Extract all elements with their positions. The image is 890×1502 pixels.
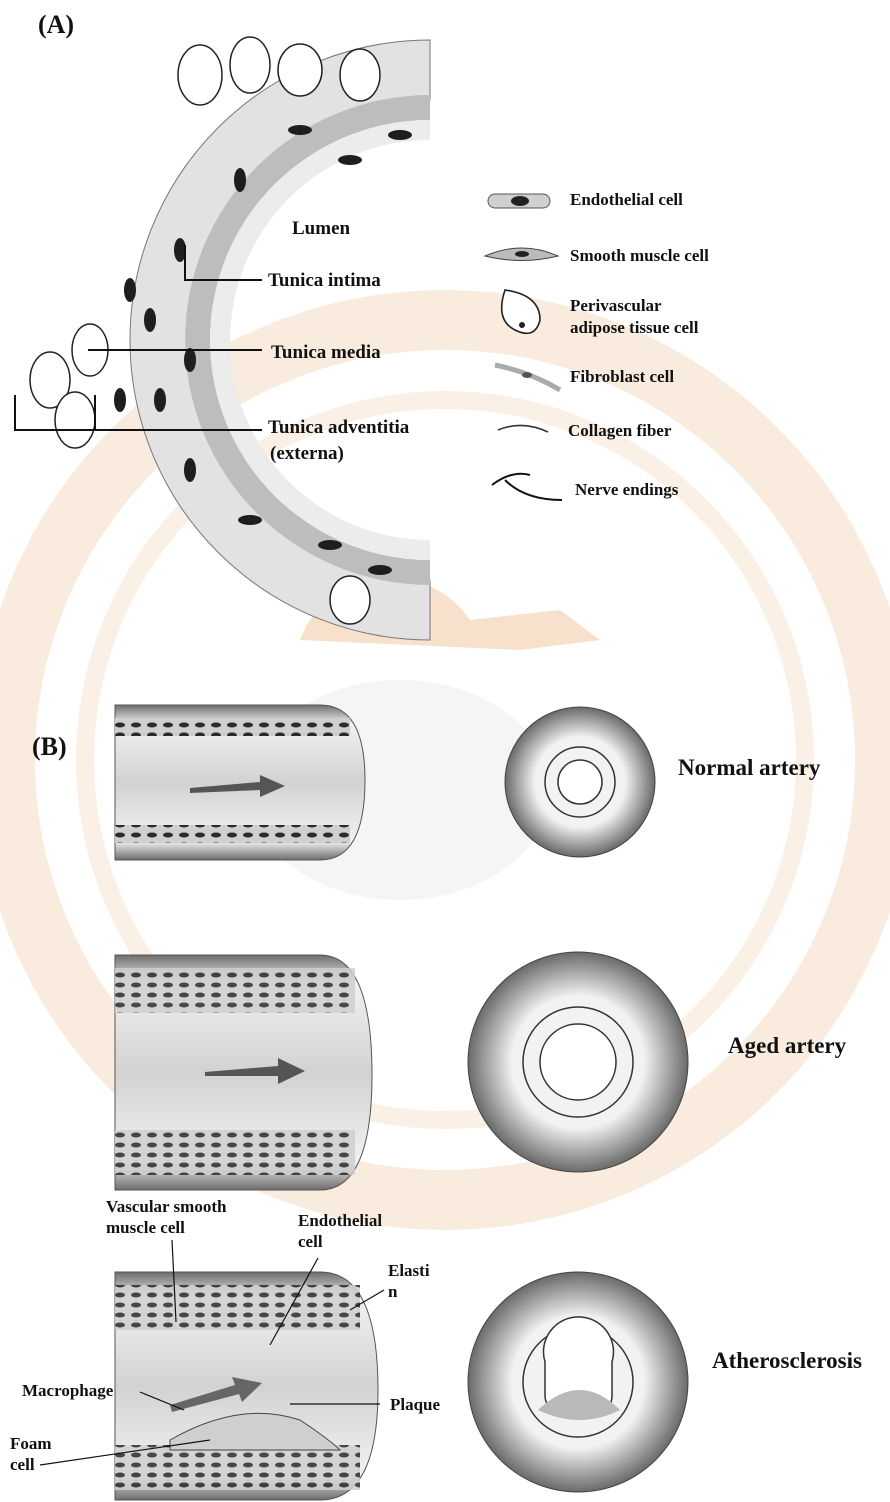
aged-artery-label: Aged artery: [728, 1033, 846, 1059]
foam-cell-annotation-line1: Foam: [10, 1433, 52, 1454]
endothelial-annotation: Endothelial cell: [298, 1210, 382, 1252]
atherosclerosis-tube: [115, 1272, 378, 1500]
legend-nerve-label: Nerve endings: [575, 480, 678, 500]
endothelial-annotation-line2: cell: [298, 1231, 382, 1252]
legend-fibroblast-label: Fibroblast cell: [570, 367, 674, 387]
aged-artery-tube: [115, 955, 372, 1190]
elastin-annotation-line1: Elasti: [388, 1260, 430, 1281]
tunica-adventitia-label: Tunica adventitia: [268, 417, 409, 439]
endothelial-annotation-line1: Endothelial: [298, 1210, 382, 1231]
macrophage-annotation: Macrophage: [22, 1380, 113, 1401]
lumen-label: Lumen: [292, 218, 350, 240]
tunica-media-label: Tunica media: [271, 342, 381, 364]
panel-a-label: (A): [38, 10, 74, 40]
foam-cell-annotation: Foam cell: [10, 1433, 52, 1475]
panel-b-label: (B): [32, 732, 67, 762]
atherosclerosis-cross-section: [468, 1272, 688, 1492]
atherosclerosis-label: Atherosclerosis: [712, 1348, 862, 1374]
tunica-intima-label: Tunica intima: [268, 270, 381, 292]
plaque-annotation: Plaque: [390, 1394, 440, 1415]
tunica-adventitia-externa-label: (externa): [270, 443, 344, 465]
normal-artery-cross-section: [505, 707, 655, 857]
legend-endothelial-label: Endothelial cell: [570, 190, 683, 210]
legend-smooth-muscle-label: Smooth muscle cell: [570, 246, 709, 266]
vsmc-label-line1: Vascular smooth: [106, 1196, 226, 1217]
vsmc-label-line2: muscle cell: [106, 1217, 226, 1238]
legend-adipose-label: adipose tissue cell: [570, 318, 698, 338]
legend-perivascular-label: Perivascular: [570, 296, 662, 316]
elastin-annotation: Elasti n: [388, 1260, 430, 1302]
normal-artery-tube: [115, 705, 365, 860]
elastin-annotation-line2: n: [388, 1281, 430, 1302]
vsmc-label: Vascular smooth muscle cell: [106, 1196, 226, 1238]
aged-artery-cross-section: [468, 952, 688, 1172]
normal-artery-label: Normal artery: [678, 755, 820, 781]
foam-cell-annotation-line2: cell: [10, 1454, 52, 1475]
legend-collagen-label: Collagen fiber: [568, 421, 671, 441]
